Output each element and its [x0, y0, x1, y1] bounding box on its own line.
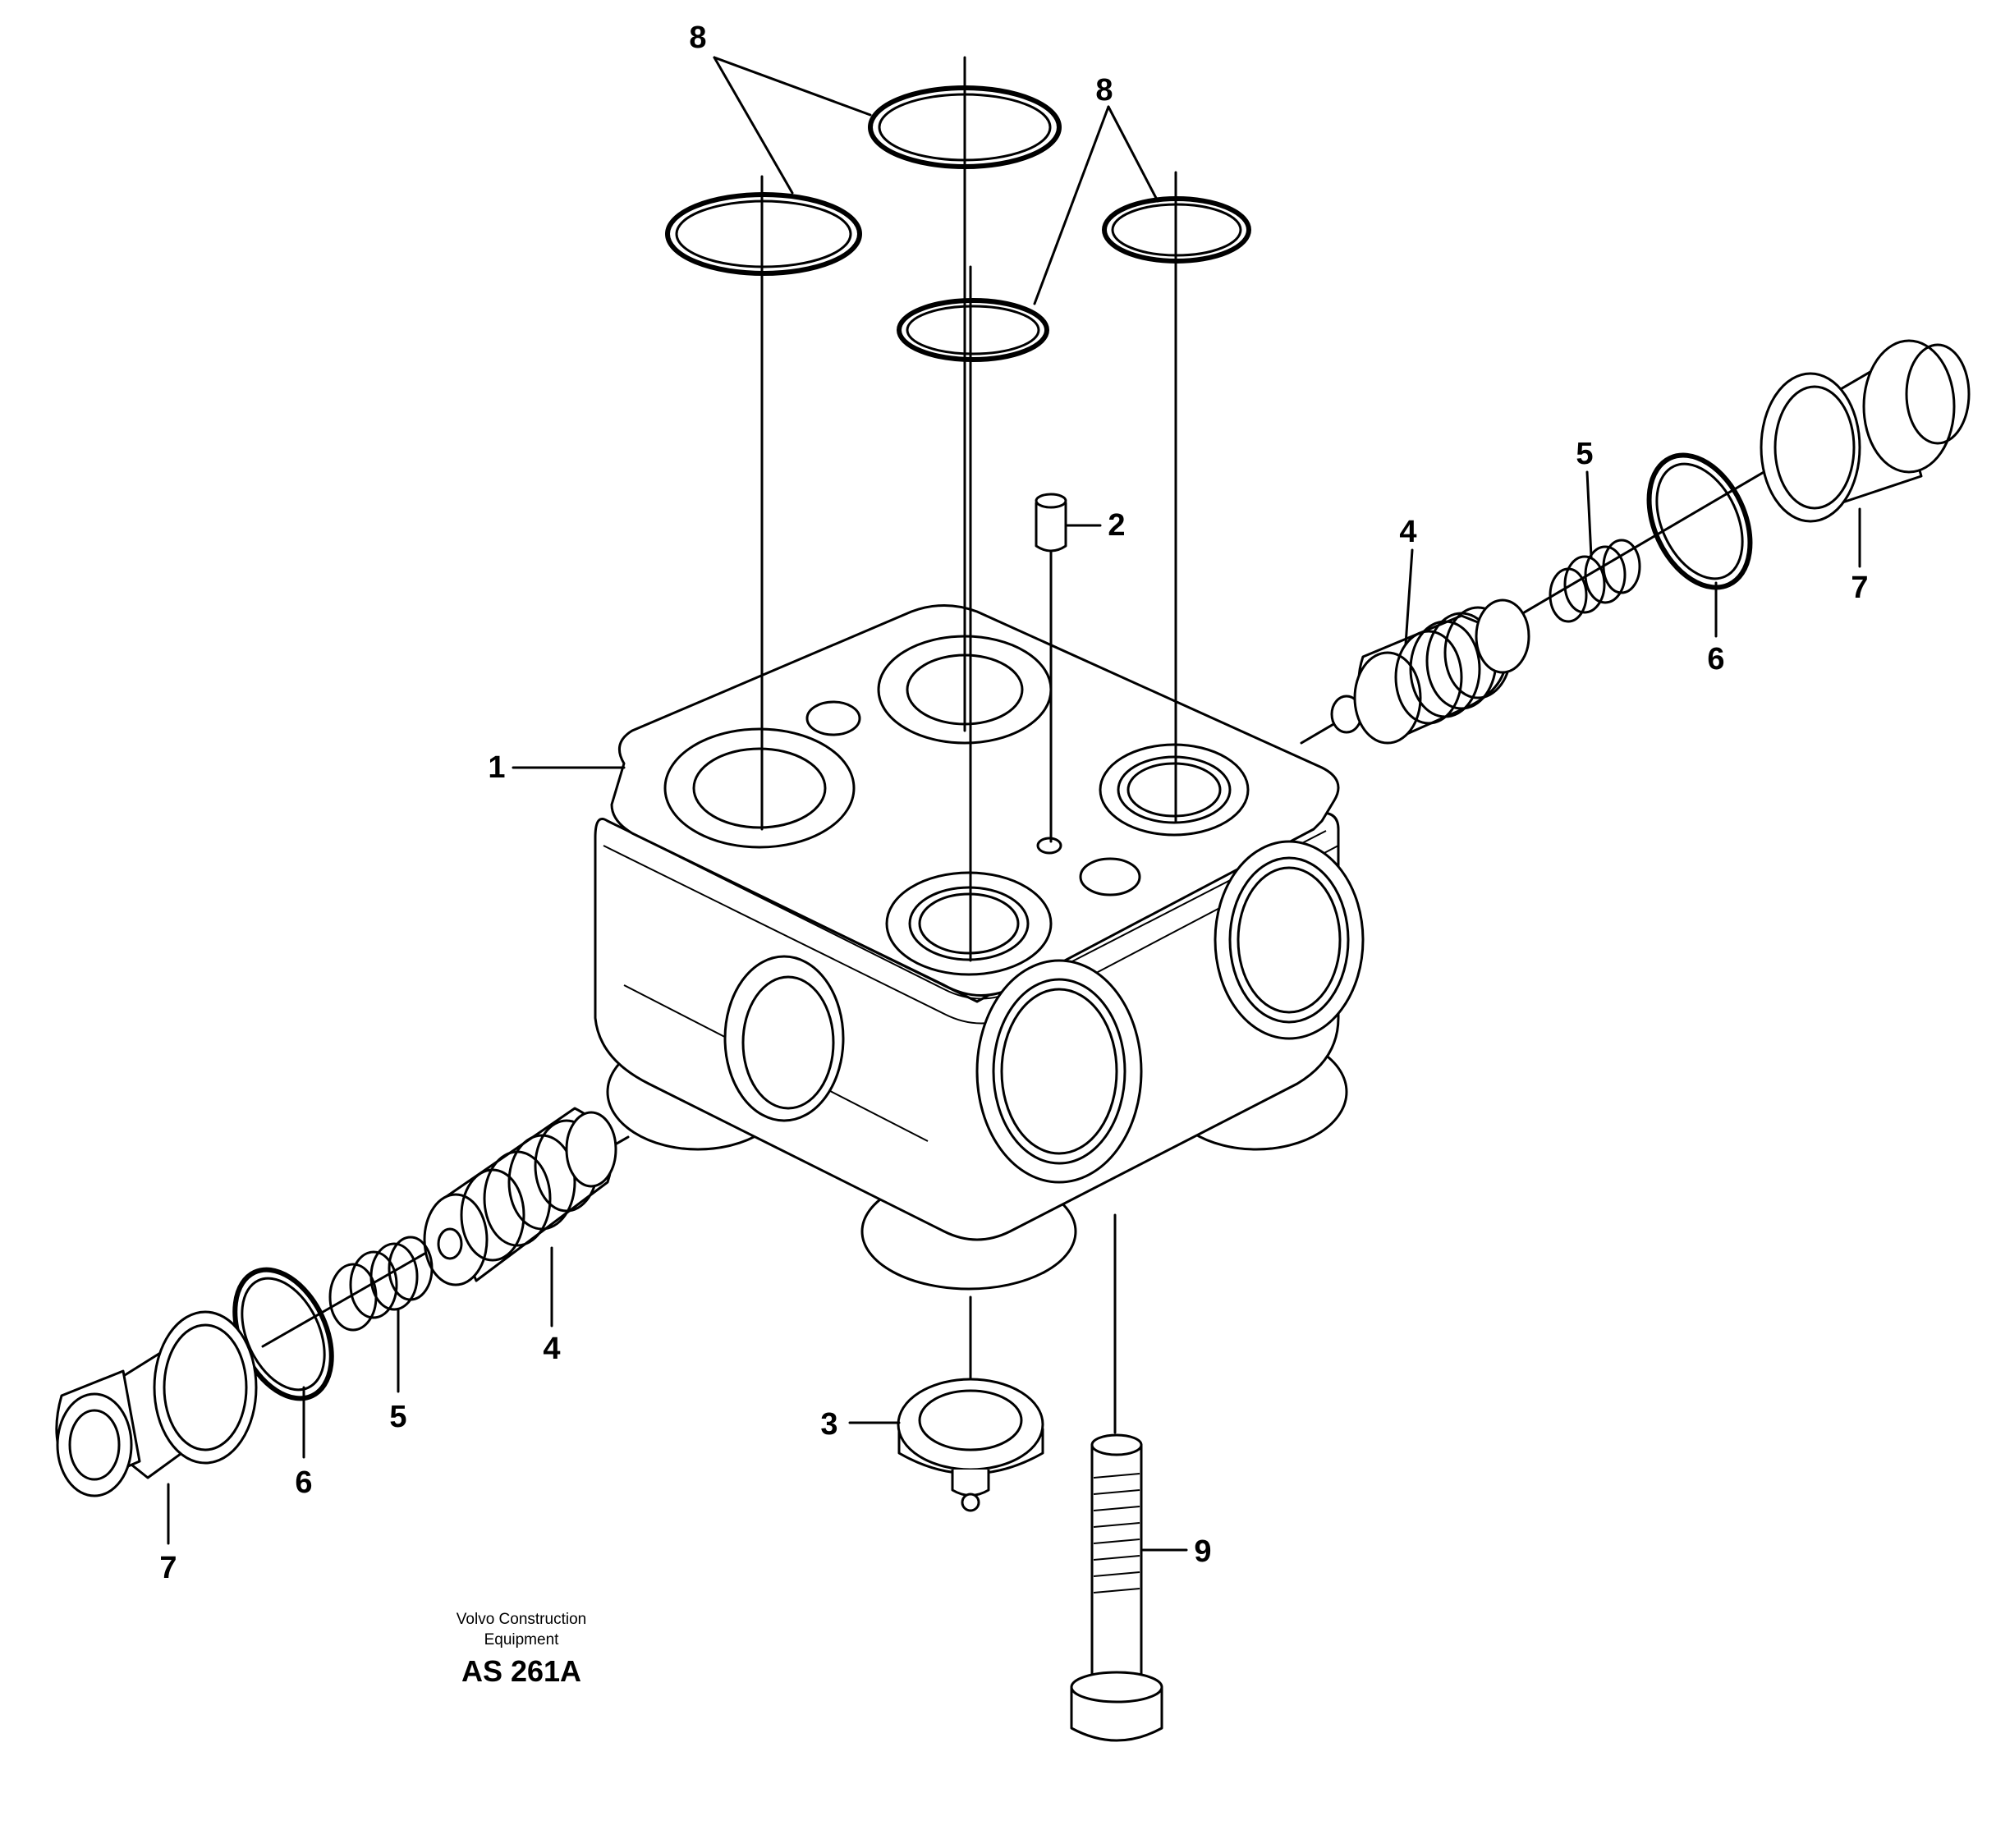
spring-left [328, 1236, 434, 1332]
callout-2: 2 [1108, 508, 1125, 543]
callout-8-right: 8 [1095, 73, 1113, 108]
callout-9: 9 [1194, 1534, 1211, 1569]
callout-4-right: 4 [1399, 515, 1416, 549]
company-name-line1: Volvo Construction [457, 1611, 586, 1628]
valve-insert-right [1330, 598, 1530, 745]
callout-5-left: 5 [389, 1400, 406, 1434]
valve-housing [594, 604, 1365, 1291]
callout-labels: 8 8 2 1 4 5 6 7 4 5 6 7 3 9 [159, 21, 1868, 1585]
company-name-line2: Equipment [484, 1631, 560, 1649]
plug-left [55, 1310, 258, 1497]
pin [1035, 493, 1067, 553]
callout-7-right: 7 [1851, 571, 1868, 605]
callout-7-left: 7 [159, 1551, 177, 1585]
cap-screw [1070, 1433, 1163, 1742]
spring-right [1549, 539, 1641, 623]
callout-6-right: 6 [1707, 642, 1724, 676]
drawing-code: AS 261A [461, 1654, 581, 1688]
o-ring-right [1646, 452, 1753, 590]
leader-lines [167, 56, 1861, 1552]
drawing-caption: Volvo Construction Equipment AS 261A [457, 1611, 586, 1688]
plug-right [1760, 339, 1971, 523]
callout-8-left: 8 [689, 21, 706, 55]
bottom-plug [897, 1378, 1044, 1512]
callout-5-right: 5 [1576, 437, 1593, 471]
callout-1: 1 [488, 750, 505, 785]
callout-3: 3 [820, 1407, 837, 1442]
callout-4-left: 4 [543, 1332, 560, 1366]
valve-insert-left [423, 1107, 617, 1286]
callout-6-left: 6 [295, 1465, 312, 1500]
